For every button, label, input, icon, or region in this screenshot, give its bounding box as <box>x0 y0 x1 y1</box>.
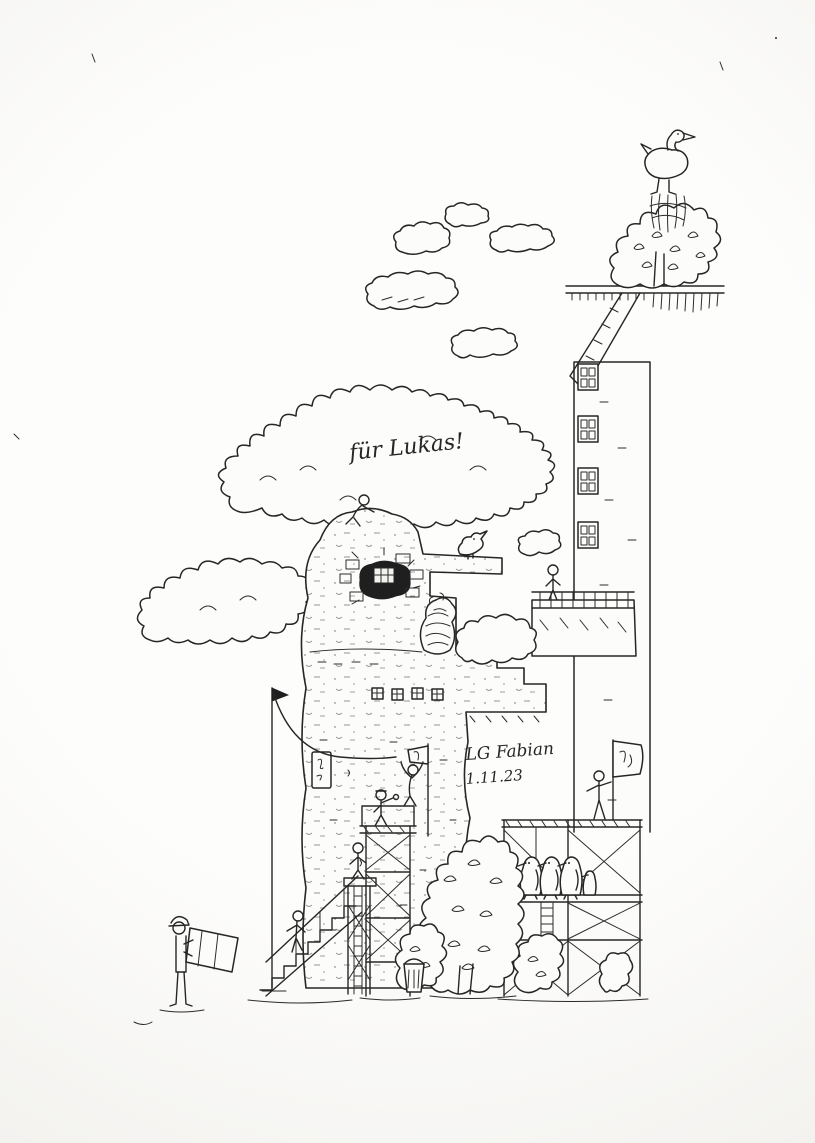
stairs-figure <box>286 910 306 953</box>
ground-lines <box>247 995 649 1004</box>
tower-windows <box>577 363 599 549</box>
goose <box>640 129 696 195</box>
railing-ledge <box>531 591 637 657</box>
signature-text: LG Fabian <box>464 739 555 765</box>
plan-sheet <box>185 927 239 973</box>
platform-figure <box>349 842 367 880</box>
platform-tree <box>609 193 722 289</box>
creature <box>419 592 457 655</box>
scaffold-mid <box>359 789 417 997</box>
scaffold-left <box>259 842 377 997</box>
cloud-small-1 <box>393 221 451 255</box>
ledge-figure <box>545 564 561 601</box>
right-tower <box>565 129 725 833</box>
banner-figure <box>586 739 644 821</box>
tower-sign <box>311 751 332 789</box>
mid-banner <box>407 743 429 837</box>
window-row <box>371 687 444 701</box>
flags-and-ropes <box>261 687 429 992</box>
spyglass-icon <box>392 793 400 801</box>
cloud-medium <box>365 270 459 310</box>
paper-specks <box>13 37 777 440</box>
cloud-small-4 <box>450 327 518 359</box>
tower-hole <box>339 547 424 605</box>
date-text: 1.11.23 <box>465 766 523 788</box>
cloud-small-3 <box>489 223 555 253</box>
observer-figure <box>373 789 400 827</box>
cloud-left <box>136 557 313 645</box>
bucket <box>403 958 425 993</box>
scaffold-right <box>501 739 644 997</box>
climbing-figure <box>400 761 424 807</box>
penguins <box>517 856 597 900</box>
rope <box>272 691 397 760</box>
dove <box>457 530 488 560</box>
main-tower <box>300 494 637 989</box>
climber-figure <box>345 494 375 527</box>
signature-block: LG Fabian 1.11.23 <box>464 739 555 788</box>
left-pennant <box>271 687 290 702</box>
clouds <box>136 202 562 645</box>
scaffold-bushes <box>512 933 634 994</box>
helmet <box>168 915 190 927</box>
cloud-small-2 <box>444 202 490 228</box>
smoke-puff <box>455 613 537 665</box>
surveyor <box>133 915 239 1025</box>
trees <box>394 835 525 995</box>
cloud-tiny <box>517 529 562 557</box>
